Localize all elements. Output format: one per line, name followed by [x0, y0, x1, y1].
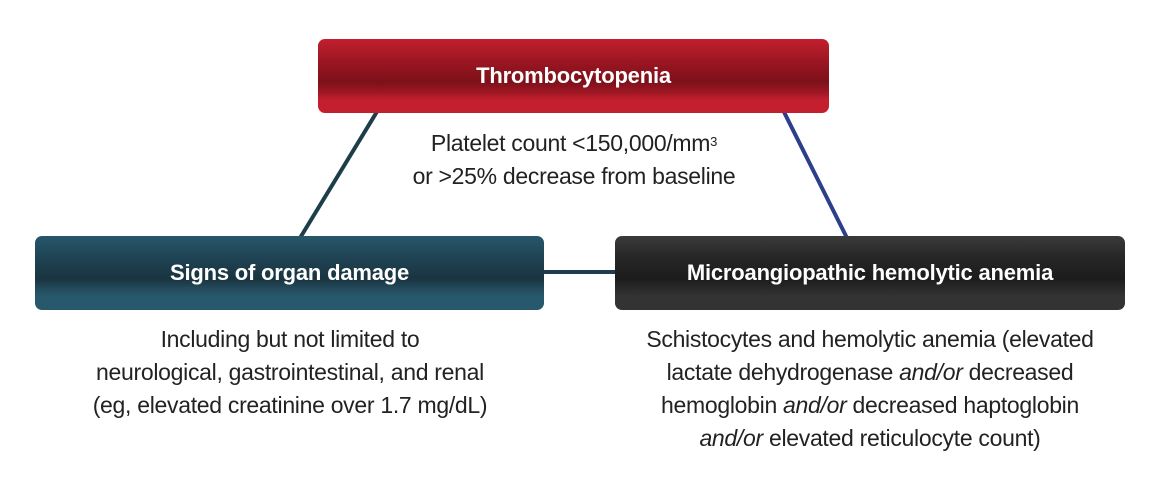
desc-line: (eg, elevated creatinine over 1.7 mg/dL)	[92, 392, 488, 418]
desc-line: Schistocytes and hemolytic anemia (eleva…	[646, 326, 1094, 352]
desc-line: Platelet count <150,000/mm	[430, 130, 711, 156]
mha-box: Microangiopathic hemolytic anemia	[615, 236, 1125, 310]
thrombocytopenia-box: Thrombocytopenia	[318, 39, 829, 113]
desc-line: lactate dehydrogenase and/or decreased	[585, 356, 1155, 389]
superscript: 3	[710, 134, 718, 149]
thrombocytopenia-description: Platelet count <150,000/mm3 or >25% decr…	[324, 127, 824, 193]
italic-text: and/or	[899, 359, 963, 385]
desc-line: Including but not limited to	[160, 326, 420, 352]
italic-text: and/or	[783, 392, 847, 418]
desc-line: and/or elevated reticulocyte count)	[585, 422, 1155, 455]
text: elevated reticulocyte count)	[762, 425, 1041, 451]
desc-line: hemoglobin and/or decreased haptoglobin	[585, 389, 1155, 422]
organ-damage-box: Signs of organ damage	[35, 236, 544, 310]
desc-line: or >25% decrease from baseline	[412, 163, 736, 189]
text: decreased	[962, 359, 1074, 385]
connector-top-left	[298, 108, 380, 240]
mha-description: Schistocytes and hemolytic anemia (eleva…	[585, 323, 1155, 455]
organ-damage-description: Including but not limited to neurologica…	[20, 323, 560, 422]
connector-top-right	[781, 109, 849, 239]
text: hemoglobin	[661, 392, 784, 418]
italic-text: and/or	[699, 425, 763, 451]
desc-line: neurological, gastrointestinal, and rena…	[96, 359, 484, 385]
text: lactate dehydrogenase	[666, 359, 900, 385]
text: decreased haptoglobin	[846, 392, 1080, 418]
mha-title: Microangiopathic hemolytic anemia	[686, 260, 1054, 285]
thrombocytopenia-title: Thrombocytopenia	[476, 63, 671, 88]
organ-damage-title: Signs of organ damage	[169, 260, 410, 285]
